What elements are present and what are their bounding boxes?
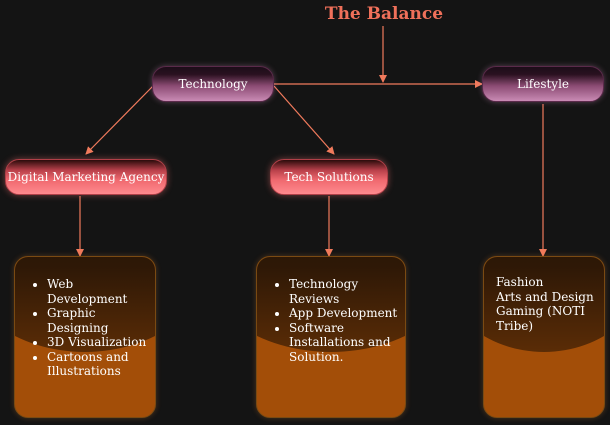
lifestyle-list: Fashion Arts and Design Gaming (NOTI Tri…: [484, 275, 604, 333]
list-item: Gaming (NOTI Tribe): [496, 304, 585, 333]
arrow-technology-to-digital-marketing: [85, 85, 154, 155]
list-item: Cartoons and Illustrations: [47, 350, 155, 379]
arrow-technology-to-tech-solutions: [273, 85, 335, 155]
list-item: Web Development: [47, 277, 155, 306]
list-item: Arts and Design: [496, 289, 594, 304]
node-tech-solutions: Tech Solutions: [270, 159, 388, 195]
list-item: Technology Reviews: [289, 277, 405, 306]
box-tech-solutions-services: Technology Reviews App Development Softw…: [256, 256, 406, 418]
node-digital-marketing-agency: Digital Marketing Agency: [5, 159, 167, 195]
list-item: App Development: [289, 306, 405, 321]
list-item: Graphic Designing: [47, 306, 155, 335]
tech-solutions-list: Technology Reviews App Development Softw…: [257, 277, 405, 364]
node-lifestyle: Lifestyle: [482, 66, 604, 102]
diagram-title: The Balance: [324, 4, 444, 24]
list-item: Software Installations and Solution.: [289, 321, 405, 365]
list-item: 3D Visualization: [47, 335, 155, 350]
box-digital-marketing-services: Web Development Graphic Designing 3D Vis…: [14, 256, 156, 418]
list-item: Fashion: [496, 275, 544, 289]
box-lifestyle-items: Fashion Arts and Design Gaming (NOTI Tri…: [483, 256, 605, 418]
digital-marketing-list: Web Development Graphic Designing 3D Vis…: [15, 277, 155, 379]
node-technology: Technology: [152, 66, 274, 102]
